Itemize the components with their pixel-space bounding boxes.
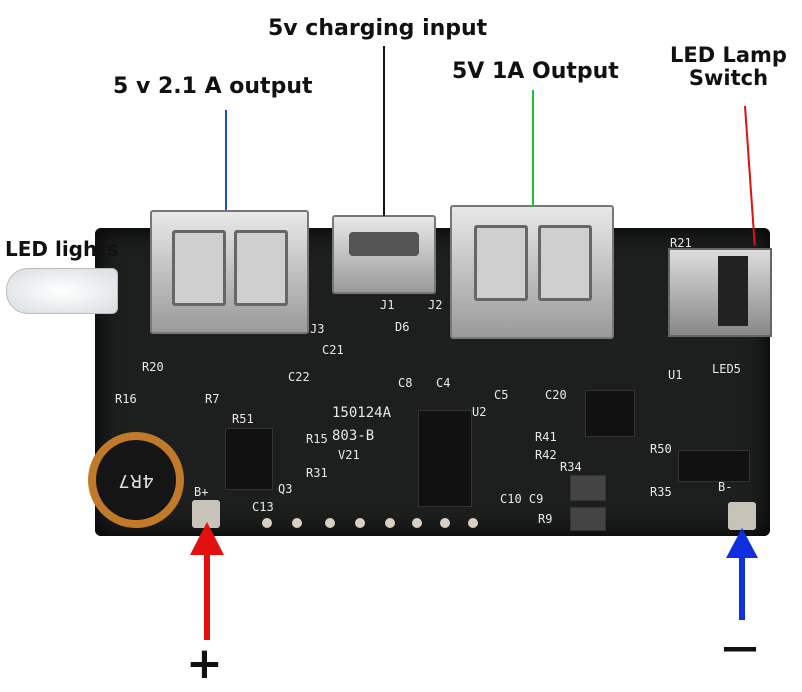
label-charging-input: 5v charging input (268, 16, 488, 41)
silk-c4: C4 (436, 376, 451, 390)
pin (440, 518, 450, 528)
silk-c22: C22 (288, 370, 310, 384)
silk-r42: R42 (535, 448, 557, 462)
callout-line-1a (532, 90, 534, 207)
silk-u2: U2 (472, 405, 487, 419)
battery-plus-pad (192, 500, 220, 528)
silk-d6: D6 (395, 320, 410, 334)
silk-c5: C5 (494, 388, 509, 402)
silk-r34: R34 (560, 460, 582, 474)
plus-arrow-icon (190, 522, 224, 640)
callout-line-2-1a (225, 110, 227, 210)
pin (412, 518, 422, 528)
label-2-1a-output: 5 v 2.1 A output (113, 74, 313, 99)
pin (468, 518, 478, 528)
silk-q3: Q3 (278, 482, 293, 496)
callout-line-switch (744, 105, 756, 246)
silk-version: V21 (338, 448, 360, 462)
callout-line-charging (383, 46, 385, 216)
silk-r16: R16 (115, 392, 137, 406)
silk-j2: J2 (428, 298, 443, 312)
label-led-lights: LED lights (5, 237, 119, 261)
led-lamp-switch (668, 248, 772, 337)
silk-r41: R41 (535, 430, 557, 444)
chip-q3 (225, 428, 273, 490)
silk-r35: R35 (650, 485, 672, 499)
silk-c20: C20 (545, 388, 567, 402)
inductor-label: 4R7 (96, 440, 176, 520)
silk-b-minus: B- (718, 480, 733, 494)
inductor: 4R7 (88, 432, 184, 528)
silk-r21: R21 (670, 236, 692, 250)
battery-minus-pad (728, 502, 756, 530)
pin (292, 518, 302, 528)
silk-r20: R20 (142, 360, 164, 374)
silk-r51: R51 (232, 412, 254, 426)
led-bulb (6, 268, 118, 314)
chip-r9 (570, 507, 606, 531)
chip-q2 (678, 450, 750, 482)
pin (385, 518, 395, 528)
chip-u2 (418, 410, 472, 507)
silk-led5: LED5 (712, 362, 741, 376)
silk-r15: R15 (306, 432, 328, 446)
silk-c13: C13 (252, 500, 274, 514)
silk-board-rev: 803-B (332, 428, 375, 444)
usb-port-2-1a (150, 210, 309, 334)
silk-j1: J1 (380, 298, 395, 312)
pin (262, 518, 272, 528)
chip-u1 (585, 390, 635, 437)
silk-b-plus: B+ (194, 485, 209, 499)
pin (355, 518, 365, 528)
silk-r7: R7 (205, 392, 220, 406)
silk-board-id: 150124A (332, 405, 392, 421)
micro-usb-port (332, 215, 436, 294)
minus-arrow-icon (726, 528, 758, 620)
label-minus: — (722, 627, 758, 668)
silk-r50: R50 (650, 442, 672, 456)
label-1a-output: 5V 1A Output (452, 59, 619, 84)
label-lamp-switch: LED Lamp Switch (670, 43, 787, 91)
pin (325, 518, 335, 528)
label-plus: + (186, 638, 223, 689)
silk-j3: J3 (310, 322, 325, 336)
silk-r9: R9 (538, 512, 553, 526)
silk-c10c9: C10 C9 (500, 492, 544, 506)
silk-u1: U1 (668, 368, 683, 382)
silk-c21: C21 (322, 343, 344, 357)
usb-port-1a (450, 205, 614, 339)
silk-r31: R31 (306, 466, 328, 480)
silk-c8: C8 (398, 376, 413, 390)
chip-r34 (570, 475, 606, 501)
